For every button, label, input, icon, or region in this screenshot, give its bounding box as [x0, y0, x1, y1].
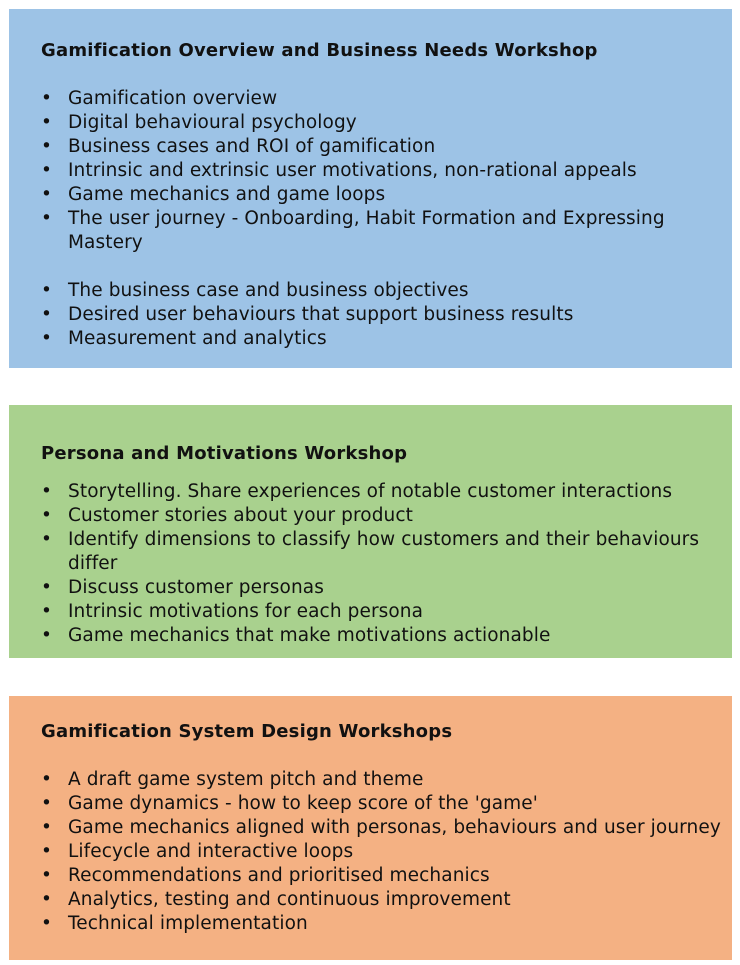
list-item: •Customer stories about your product [41, 505, 413, 526]
section-title: Gamification Overview and Business Needs… [41, 40, 598, 61]
bullet-list: •The business case and business objectiv… [41, 279, 722, 351]
list-item: •Game mechanics that make motivations ac… [41, 625, 551, 646]
bullet-list: •A draft game system pitch and theme •Ga… [41, 768, 722, 936]
section-gamification-overview: Gamification Overview and Business Needs… [9, 9, 732, 368]
bullet-icon: • [41, 793, 53, 814]
list-item: •The business case and business objectiv… [41, 280, 469, 301]
list-item: •Game mechanics aligned with personas, b… [41, 817, 721, 838]
list-item: •Digital behavioural psychology [41, 112, 357, 133]
bullet-icon: • [41, 136, 53, 157]
list-item: •Analytics, testing and continuous impro… [41, 889, 511, 910]
section-title: Persona and Motivations Workshop [41, 443, 408, 464]
bullet-icon: • [41, 841, 53, 862]
bullet-icon: • [41, 913, 53, 934]
list-item: •Gamification overview [41, 88, 278, 109]
list-item: •Recommendations and prioritised mechani… [41, 865, 490, 886]
list-item: •Technical implementation [41, 913, 308, 934]
list-item: •Lifecycle and interactive loops [41, 841, 354, 862]
list-item: •Game mechanics and game loops [41, 184, 386, 205]
list-item: •Game dynamics - how to keep score of th… [41, 793, 538, 814]
bullet-icon: • [41, 112, 53, 133]
bullet-icon: • [41, 481, 53, 502]
bullet-list: •Gamification overview •Digital behaviou… [41, 87, 722, 255]
list-item: •Measurement and analytics [41, 328, 327, 349]
section-title: Gamification System Design Workshops [41, 721, 453, 742]
list-item: •Intrinsic motivations for each persona [41, 601, 424, 622]
bullet-icon: • [41, 865, 53, 886]
bullet-icon: • [41, 625, 53, 646]
bullet-icon: • [41, 184, 53, 205]
bullet-icon: • [41, 280, 53, 301]
bullet-icon: • [41, 304, 53, 325]
bullet-list: •Storytelling. Share experiences of nota… [41, 480, 722, 648]
section-persona-motivations: Persona and Motivations Workshop •Storyt… [9, 405, 732, 658]
bullet-icon: • [41, 769, 53, 790]
list-item: •Intrinsic and extrinsic user motivation… [41, 160, 637, 181]
bullet-icon: • [41, 160, 53, 181]
list-item: •Storytelling. Share experiences of nota… [41, 481, 673, 502]
section-system-design: Gamification System Design Workshops •A … [9, 696, 732, 960]
list-item: •Discuss customer personas [41, 577, 324, 598]
list-item: •The user journey - Onboarding, Habit Fo… [41, 208, 665, 253]
bullet-icon: • [41, 529, 53, 550]
bullet-icon: • [41, 505, 53, 526]
list-item: •Desired user behaviours that support bu… [41, 304, 574, 325]
bullet-icon: • [41, 817, 53, 838]
bullet-icon: • [41, 577, 53, 598]
bullet-icon: • [41, 88, 53, 109]
bullet-icon: • [41, 328, 53, 349]
list-item: •Identify dimensions to classify how cus… [41, 529, 700, 574]
list-item: •A draft game system pitch and theme [41, 769, 424, 790]
bullet-icon: • [41, 208, 53, 229]
bullet-icon: • [41, 601, 53, 622]
list-item: •Business cases and ROI of gamification [41, 136, 436, 157]
bullet-icon: • [41, 889, 53, 910]
